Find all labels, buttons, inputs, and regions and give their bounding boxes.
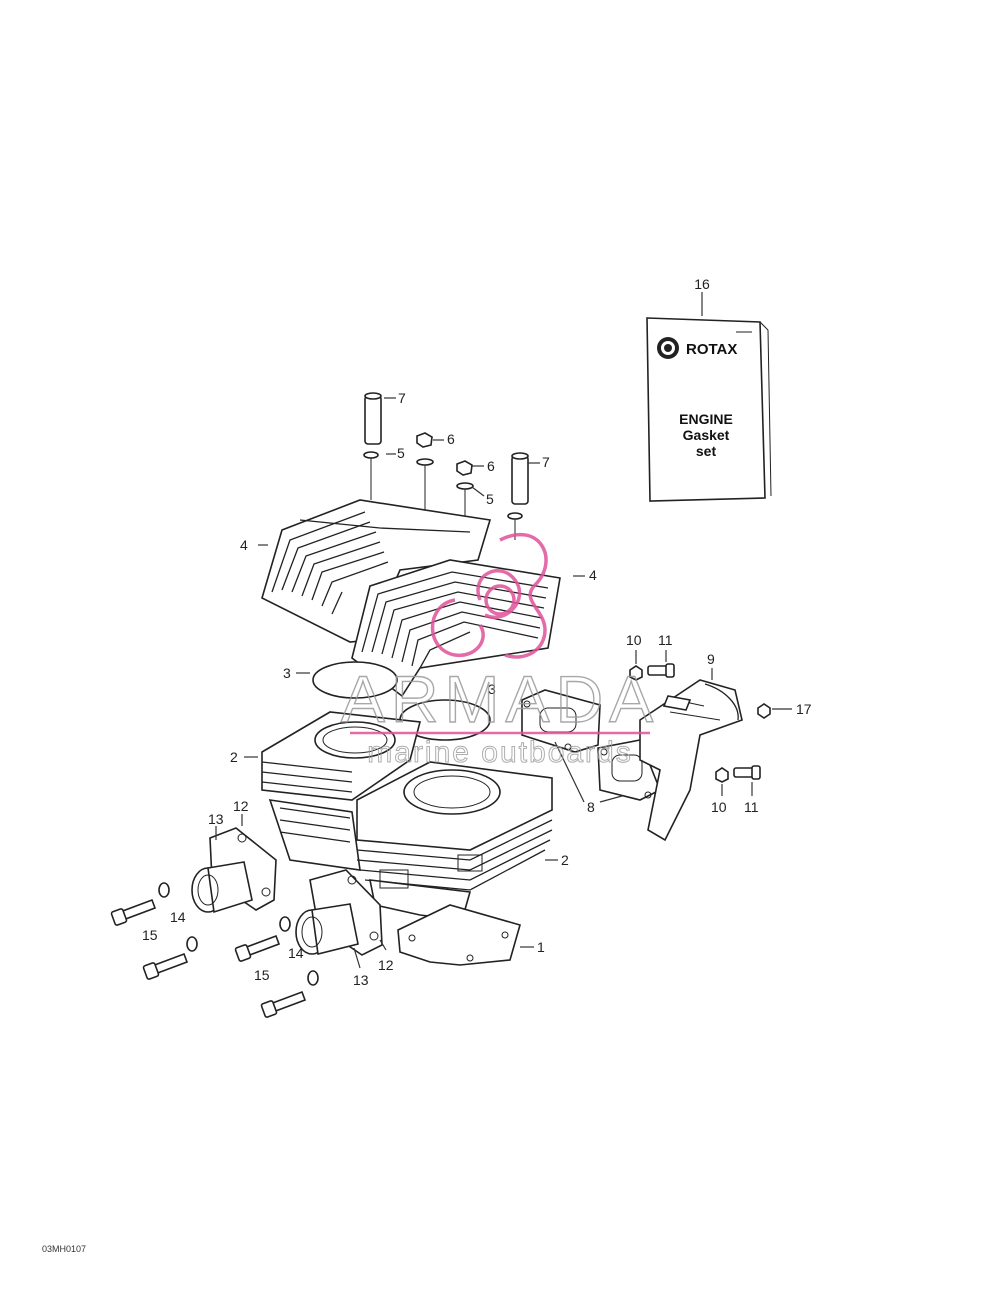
washer-14-c xyxy=(279,916,291,932)
callout-13-left: 13 xyxy=(208,811,224,827)
callout-7-top: 7 xyxy=(398,390,406,406)
callout-8: 8 xyxy=(587,799,595,815)
callout-15-left: 15 xyxy=(142,927,158,943)
callout-16: 16 xyxy=(694,276,710,292)
leader-lines xyxy=(215,292,792,969)
callout-14-right: 14 xyxy=(288,945,304,961)
callout-6-right: 6 xyxy=(487,458,495,474)
callout-labels: 16 7 6 5 6 7 5 4 4 3 3 2 2 1 10 11 9 17 … xyxy=(142,276,812,988)
callout-10-top: 10 xyxy=(626,632,642,648)
screw-15-d xyxy=(260,990,307,1018)
box-line-gasket: Gasket xyxy=(683,427,730,443)
intake-socket-left xyxy=(191,861,253,914)
callout-3-center: 3 xyxy=(488,681,496,697)
callout-4-left: 4 xyxy=(240,537,248,553)
screw-15-a xyxy=(110,898,157,926)
washer-14-d xyxy=(307,970,319,986)
gasket-set-box: ROTAX ENGINE Gasket set xyxy=(646,317,772,502)
callout-6-left: 6 xyxy=(447,431,455,447)
cylinder-front xyxy=(356,761,553,921)
washer-14-b xyxy=(186,936,198,952)
callout-7-right: 7 xyxy=(542,454,550,470)
armada-watermark: ARMADA marine outboards xyxy=(340,532,659,770)
callout-17: 17 xyxy=(796,701,812,717)
screw-15-c xyxy=(234,934,281,962)
callout-12-right: 12 xyxy=(378,957,394,973)
head-gasket-rear xyxy=(312,661,398,699)
nut-washer-left xyxy=(416,432,434,530)
cylinder-head-front xyxy=(351,559,561,698)
intake-socket-right xyxy=(295,903,359,955)
callout-2-left: 2 xyxy=(230,749,238,765)
bolt-11-upper xyxy=(647,663,675,678)
callout-9: 9 xyxy=(707,651,715,667)
callout-5-left: 5 xyxy=(397,445,405,461)
callout-4-right: 4 xyxy=(589,567,597,583)
watermark-title: ARMADA xyxy=(341,662,659,736)
plug-17 xyxy=(757,703,771,719)
callout-1: 1 xyxy=(537,939,545,955)
exhaust-manifold xyxy=(639,679,743,842)
callout-14-left: 14 xyxy=(170,909,186,925)
callout-5-right: 5 xyxy=(486,491,494,507)
box-line-engine: ENGINE xyxy=(679,411,733,427)
base-gasket xyxy=(397,904,521,966)
callout-11-bottom: 11 xyxy=(744,799,759,815)
screw-15-b xyxy=(142,952,189,980)
watermark-subtitle: marine outboards xyxy=(367,736,632,769)
box-brand-label: ROTAX xyxy=(686,341,737,358)
nut-10-lower xyxy=(715,767,729,783)
callout-3-left: 3 xyxy=(283,665,291,681)
bolt-11-lower xyxy=(733,765,761,780)
callout-2-right: 2 xyxy=(561,852,569,868)
nut-10-upper xyxy=(629,665,643,681)
seahorse-logo-icon xyxy=(430,532,548,659)
callout-11-top: 11 xyxy=(658,632,673,648)
box-line-set: set xyxy=(696,443,717,459)
callout-13-right: 13 xyxy=(353,972,369,988)
washer-14-a xyxy=(158,882,170,898)
callout-15-right: 15 xyxy=(254,967,270,983)
stud-sleeve-left xyxy=(363,392,382,500)
rotax-logo-icon xyxy=(657,337,679,359)
figure-code: 03MH0107 xyxy=(42,1244,86,1254)
stud-sleeve-right xyxy=(507,452,529,540)
callout-10-bottom: 10 xyxy=(711,799,727,815)
callout-12-left: 12 xyxy=(233,798,249,814)
